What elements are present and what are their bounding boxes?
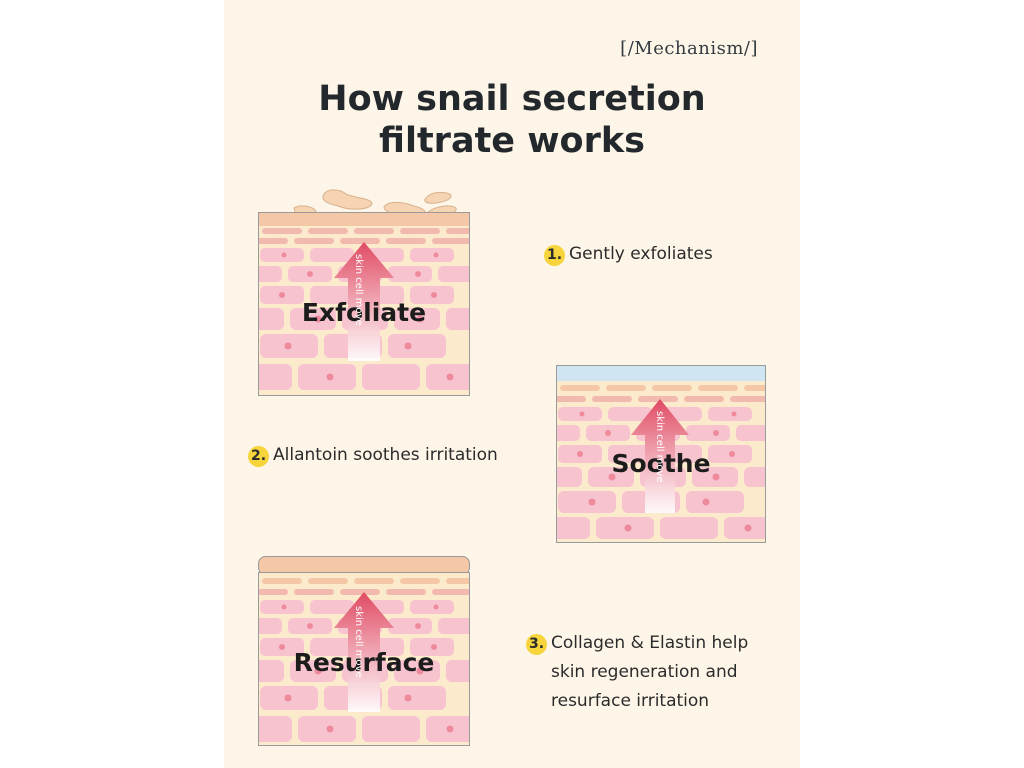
step-1-text: Gently exfoliates — [569, 244, 713, 264]
step-3-text: Collagen & Elastin help skin regeneratio… — [551, 629, 748, 716]
skin-layers-icon — [258, 556, 470, 746]
step-3: 3. Collagen & Elastin help skin regenera… — [526, 633, 748, 716]
page-title-line-1: How snail secretion — [318, 79, 706, 119]
soothe-label: Soothe — [611, 449, 711, 478]
step-3-line-2: skin regeneration and — [551, 662, 738, 682]
page-title-line-2: filtrate works — [379, 121, 645, 161]
step-3-line-1: Collagen & Elastin help — [551, 633, 749, 653]
step-2: 2. Allantoin soothes irritation — [248, 445, 498, 470]
mechanism-panel: [/Mechanism/] How snail secretion filtra… — [224, 0, 800, 768]
resurface-illustration: Resurface skin cell move — [258, 556, 470, 746]
arrow-caption: skin cell move — [353, 606, 364, 678]
resurface-label: Resurface — [293, 648, 435, 677]
exfoliate-illustration: Exfoliate skin cell move — [258, 186, 470, 396]
arrow-caption: skin cell move — [654, 411, 665, 483]
step-3-line-3: resurface irritation — [551, 691, 710, 711]
exfoliate-label: Exfoliate — [301, 298, 427, 327]
section-tag: [/Mechanism/] — [620, 38, 758, 59]
step-2-text: Allantoin soothes irritation — [273, 445, 498, 465]
skin-layers-icon — [258, 189, 470, 396]
arrow-caption: skin cell move — [353, 254, 364, 326]
step-number-badge: 2. — [248, 446, 269, 467]
soothe-illustration: Soothe skin cell move — [556, 365, 766, 543]
skin-layers-icon — [556, 365, 766, 543]
step-number-badge: 3. — [526, 634, 547, 655]
step-1: 1. Gently exfoliates — [544, 244, 713, 269]
step-number-badge: 1. — [544, 245, 565, 266]
